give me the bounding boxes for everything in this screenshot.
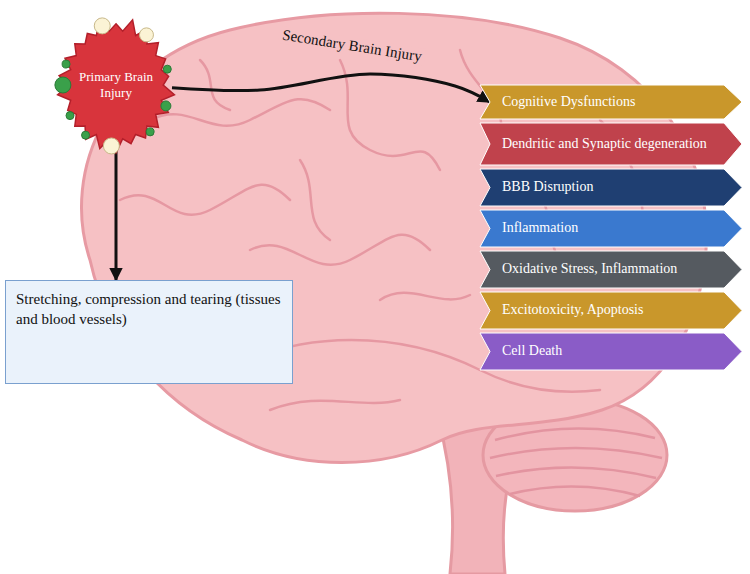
node-text: Cell Death — [480, 340, 742, 362]
cell-dot — [62, 60, 70, 68]
cell-dot — [103, 138, 119, 154]
burst-shape — [58, 20, 175, 153]
connector-arrow — [172, 74, 490, 102]
cell-dot — [139, 28, 153, 42]
chevron-shape — [480, 333, 742, 370]
effect-chevron: Cell Death — [480, 333, 742, 370]
chevron-shape — [480, 123, 742, 165]
effect-chevron: Cognitive Dysfunctions — [480, 85, 742, 119]
injury-burst: Primary Brain Injury — [56, 16, 176, 154]
chevron-shape — [480, 292, 742, 329]
cell-dot — [66, 112, 74, 120]
cell-dot — [146, 128, 154, 136]
node-text: Oxidative Stress, Inflammation — [480, 258, 742, 280]
cerebellum-folds — [490, 428, 662, 496]
chevron-shape — [480, 169, 742, 206]
description-box: Stretching, compression and tearing (tis… — [5, 280, 293, 384]
cell-dot — [82, 131, 90, 139]
node-text: BBB Disruption — [480, 176, 742, 198]
chevron-shape — [480, 85, 742, 119]
effect-chevron: Oxidative Stress, Inflammation — [480, 251, 742, 288]
cell-dot — [55, 77, 71, 93]
node-text: Primary Brain Injury — [79, 69, 153, 100]
connector-arrow — [115, 150, 118, 280]
effect-chevron: BBB Disruption — [480, 169, 742, 206]
chevron-shape — [480, 251, 742, 288]
effect-chevron: Excitotoxicity, Apoptosis — [480, 292, 742, 329]
cell-dot — [94, 18, 110, 34]
effect-chevron: Dendritic and Synaptic degeneration — [480, 123, 742, 165]
cell-dot — [163, 65, 171, 73]
effect-chevron: Inflammation — [480, 210, 742, 247]
cell-dot — [161, 101, 171, 111]
node-text: Inflammation — [480, 217, 742, 239]
chevron-shape — [480, 210, 742, 247]
node-text: Dendritic and Synaptic degeneration — [480, 133, 742, 155]
node-text: Stretching, compression and tearing (tis… — [16, 290, 282, 329]
node-text: Cognitive Dysfunctions — [480, 91, 742, 113]
node-text: Excitotoxicity, Apoptosis — [480, 299, 742, 321]
